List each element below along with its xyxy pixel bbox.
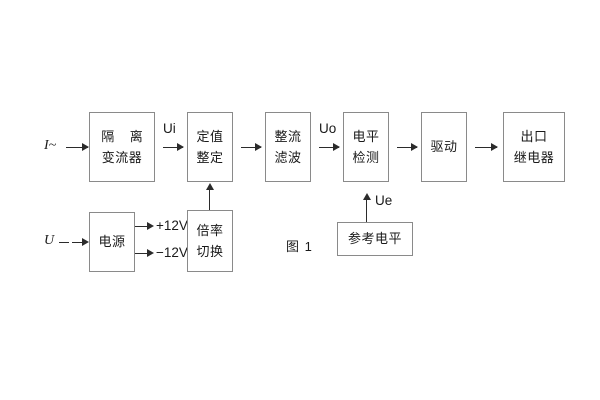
block-isolation-ct: 隔 离 变流器 <box>89 112 155 182</box>
setting-to-rectify-line <box>241 147 261 148</box>
level-detect-to-drive-arrowhead <box>411 143 418 151</box>
uo-connector-line <box>319 147 339 148</box>
input-current-arrowhead <box>82 143 89 151</box>
block-multiplier-switch-line2: 切换 <box>196 244 224 259</box>
block-drive-line1: 驱动 <box>430 139 458 155</box>
level-detect-to-drive-line <box>397 147 417 148</box>
setting-to-rectify-arrowhead <box>255 143 262 151</box>
block-level-detect-line2: 检测 <box>352 150 380 165</box>
block-power-supply-line1: 电源 <box>98 234 126 250</box>
block-level-detect: 电平 检测 <box>343 112 389 182</box>
block-multiplier-switch: 倍率 切换 <box>187 210 233 272</box>
figure-caption: 图 1 <box>286 239 313 254</box>
ui-connector-line <box>163 147 183 148</box>
block-output-relay-line1: 出口 <box>520 128 548 144</box>
input-port-current-label: I~ <box>44 138 57 153</box>
block-setting: 定值 整定 <box>187 112 233 182</box>
reference-to-level-detect-line <box>366 199 367 222</box>
multiplier-to-setting-arrowhead <box>206 183 214 190</box>
signal-label-uo: Uo <box>319 121 337 136</box>
block-power-supply: 电源 <box>89 212 135 272</box>
block-output-relay: 出口 继电器 <box>503 112 565 182</box>
drive-to-relay-line <box>475 147 497 148</box>
ui-arrowhead <box>177 143 184 151</box>
rail-negative-label: −12V <box>156 245 188 260</box>
block-rectify-filter: 整流 滤波 <box>265 112 311 182</box>
input-voltage-connector-dash <box>59 242 69 243</box>
input-port-voltage-label: U <box>44 233 55 248</box>
block-rectify-filter-line2: 滤波 <box>274 150 302 165</box>
signal-label-ui: Ui <box>163 121 176 136</box>
rail-positive-line <box>135 226 151 227</box>
block-multiplier-switch-line1: 倍率 <box>196 222 224 238</box>
input-voltage-arrowhead <box>82 238 89 246</box>
block-output-relay-line2: 继电器 <box>513 150 555 165</box>
block-setting-line1: 定值 <box>196 128 224 144</box>
rail-negative-arrowhead <box>147 249 154 257</box>
rail-negative-line <box>135 253 151 254</box>
rail-positive-arrowhead <box>147 222 154 230</box>
block-reference-level: 参考电平 <box>337 222 413 256</box>
uo-arrowhead <box>333 143 340 151</box>
drive-to-relay-arrowhead <box>491 143 498 151</box>
block-isolation-ct-line1: 隔 离 <box>101 128 149 144</box>
block-level-detect-line1: 电平 <box>352 128 380 144</box>
block-setting-line2: 整定 <box>196 150 224 165</box>
block-drive: 驱动 <box>421 112 467 182</box>
signal-label-ue: Ue <box>375 193 393 208</box>
reference-to-level-detect-arrowhead <box>363 193 371 200</box>
multiplier-to-setting-line <box>209 189 210 210</box>
block-isolation-ct-line2: 变流器 <box>101 150 143 165</box>
input-current-connector-line <box>66 147 88 148</box>
block-reference-level-line1: 参考电平 <box>347 231 402 247</box>
block-rectify-filter-line1: 整流 <box>274 128 302 144</box>
input-voltage-connector-line <box>72 242 86 243</box>
rail-positive-label: +12V <box>156 218 188 233</box>
